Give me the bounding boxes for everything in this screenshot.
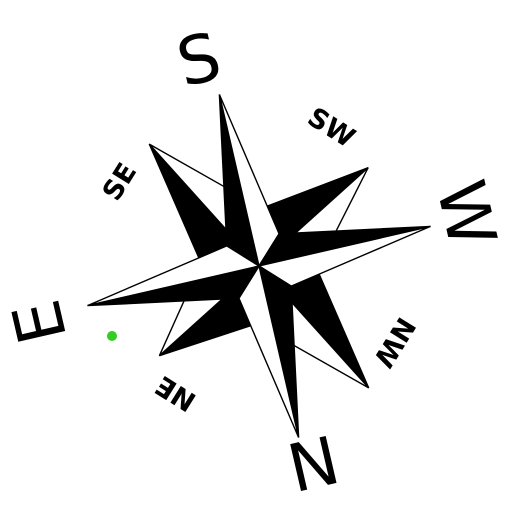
label-east: E [0,293,82,351]
label-southeast: SE [97,158,143,207]
label-northwest: NW [367,312,421,373]
label-south: S [170,18,228,102]
label-southwest: SW [302,102,360,154]
green-marker-dot [107,331,117,341]
label-northeast: NE [150,369,201,417]
label-west: W [421,174,511,255]
cardinal-star [88,95,431,438]
label-north: N [280,419,345,503]
